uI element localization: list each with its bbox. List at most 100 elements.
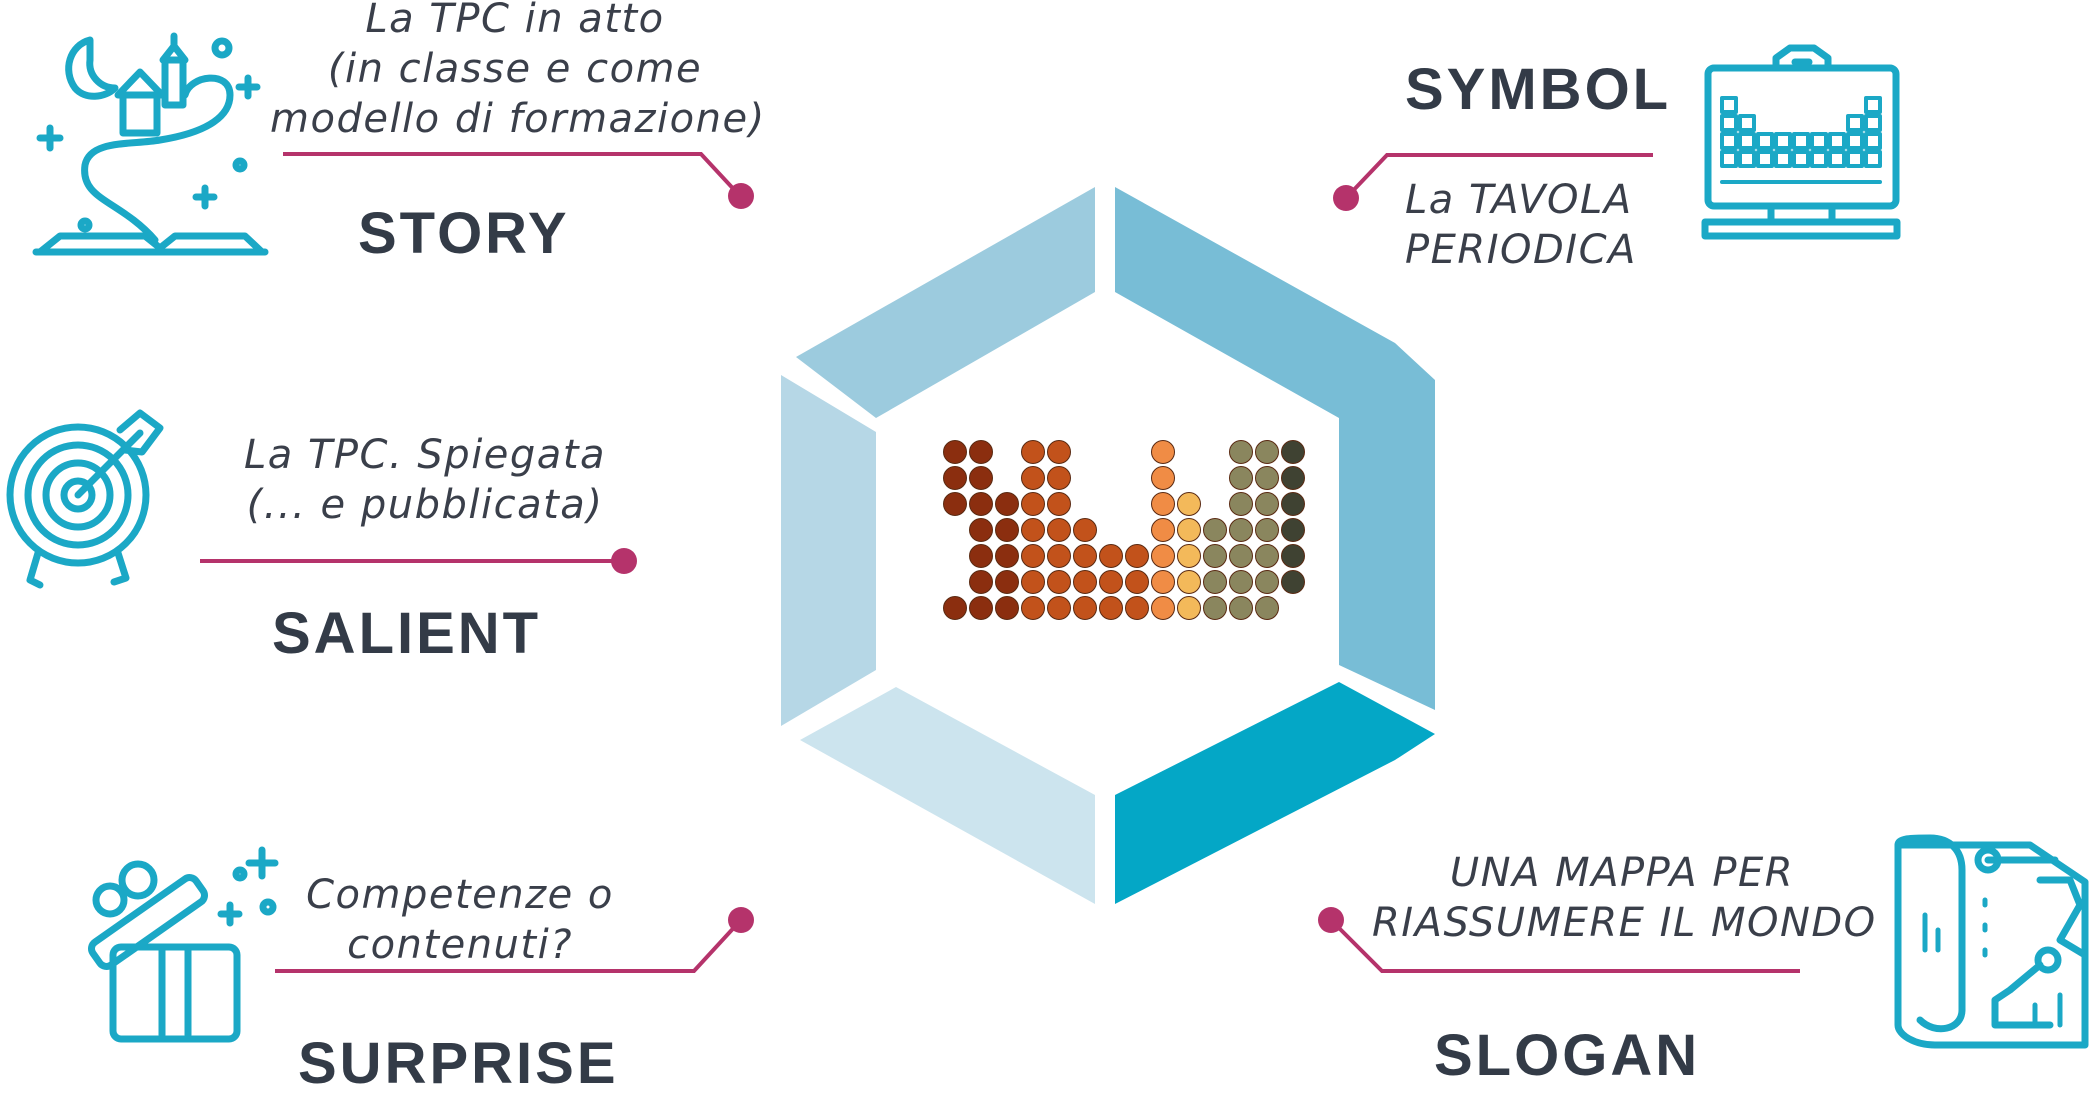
periodic-dot [1229, 492, 1253, 516]
periodic-dot [1281, 440, 1305, 464]
periodic-dot [1021, 544, 1045, 568]
periodic-dot [1281, 518, 1305, 542]
periodic-dot [1229, 440, 1253, 464]
gift-box-icon [88, 846, 279, 1043]
periodic-dot [1047, 570, 1071, 594]
periodic-dot [1073, 570, 1097, 594]
surprise-description: Competenze o contenuti? [285, 870, 635, 970]
periodic-dot [1125, 570, 1149, 594]
periodic-dot [1229, 466, 1253, 490]
symbol-connector [1345, 153, 1653, 199]
periodic-dot [1073, 596, 1097, 620]
periodic-dot [1229, 544, 1253, 568]
periodic-dot [1255, 544, 1279, 568]
periodic-dot [1255, 466, 1279, 490]
symbol-description: La TAVOLA PERIODICA [1405, 175, 1637, 275]
periodic-dot [943, 466, 967, 490]
hex-segment-bottom-right [1115, 682, 1435, 904]
periodic-dot [995, 492, 1019, 516]
story-connector [283, 152, 742, 198]
periodic-dot [1203, 596, 1227, 620]
periodic-dot [1151, 518, 1175, 542]
periodic-dot [969, 544, 993, 568]
periodic-dot [1151, 492, 1175, 516]
periodic-dot [1151, 440, 1175, 464]
periodic-dot [995, 596, 1019, 620]
periodic-dot [1281, 544, 1305, 568]
periodic-dot [1125, 596, 1149, 620]
periodic-dot [1281, 492, 1305, 516]
periodic-dot [1203, 518, 1227, 542]
periodic-dot [1047, 544, 1071, 568]
connector-lines [200, 152, 1800, 973]
hex-segment-top-left [796, 187, 1095, 418]
salient-description-line: La TPC. Spiegata [243, 432, 607, 478]
periodic-dot [969, 596, 993, 620]
surprise-description-line: Competenze o [306, 872, 614, 918]
periodic-dot [1255, 596, 1279, 620]
periodic-dot [1203, 544, 1227, 568]
symbol-label: SYMBOL [1405, 57, 1672, 122]
slogan-dot [1318, 907, 1344, 933]
periodic-dot [969, 518, 993, 542]
periodic-dot [969, 492, 993, 516]
story-dot [728, 183, 754, 209]
slogan-label: SLOGAN [1434, 1023, 1701, 1088]
periodic-dot [1229, 518, 1253, 542]
periodic-dot [1047, 492, 1071, 516]
periodic-dot [1021, 492, 1045, 516]
story-description: La TPC in atto (in classe e come modello… [270, 0, 766, 144]
slogan-description-line: RIASSUMERE IL MONDO [1372, 900, 1877, 946]
periodic-dot [995, 518, 1019, 542]
periodic-dot [1177, 570, 1201, 594]
periodic-dot [1229, 570, 1253, 594]
surprise-description-line: contenuti? [347, 922, 573, 968]
target-arrow-icon [6, 409, 164, 589]
periodic-dot [1099, 570, 1123, 594]
periodic-dot [1177, 518, 1201, 542]
periodic-dot [1151, 596, 1175, 620]
periodic-table-dots-icon [943, 440, 1305, 620]
periodic-dot [1021, 596, 1045, 620]
periodic-dot [1229, 596, 1253, 620]
periodic-dot [1021, 518, 1045, 542]
periodic-dot [1281, 570, 1305, 594]
periodic-dot [1255, 570, 1279, 594]
salient-dot [611, 548, 637, 574]
storybook-castle-icon [32, 32, 269, 256]
periodic-dot [1255, 440, 1279, 464]
periodic-dot [969, 440, 993, 464]
periodic-dot [1203, 570, 1227, 594]
periodic-dot [969, 466, 993, 490]
periodic-dot [943, 492, 967, 516]
periodic-dot [1255, 518, 1279, 542]
slogan-description-line: UNA MAPPA PER [1449, 850, 1795, 896]
periodic-dot [995, 570, 1019, 594]
periodic-dot [943, 440, 967, 464]
periodic-dot [1151, 466, 1175, 490]
periodic-dot [1125, 544, 1149, 568]
slogan-connector [1329, 918, 1800, 973]
story-description-line: modello di formazione) [270, 96, 766, 142]
periodic-dot [1073, 544, 1097, 568]
surprise-label: SURPRISE [298, 1031, 619, 1096]
connector-dots [611, 183, 1359, 933]
periodic-dot [969, 570, 993, 594]
periodic-dot [1255, 492, 1279, 516]
symbol-description-line: PERIODICA [1405, 227, 1637, 273]
slogan-description: UNA MAPPA PER RIASSUMERE IL MONDO [1372, 848, 1877, 948]
periodic-dot [1021, 570, 1045, 594]
folded-map-icon [1894, 834, 2089, 1049]
periodic-dot [1177, 596, 1201, 620]
periodic-table-monitor-icon [1701, 44, 1901, 240]
periodic-dot [1073, 518, 1097, 542]
periodic-dot [1021, 466, 1045, 490]
periodic-dot [1177, 544, 1201, 568]
periodic-dot [1047, 518, 1071, 542]
story-description-line: (in classe e come [327, 46, 703, 92]
periodic-dot [1281, 466, 1305, 490]
surprise-dot [728, 907, 754, 933]
periodic-dot [1099, 544, 1123, 568]
salient-label: SALIENT [272, 601, 542, 666]
